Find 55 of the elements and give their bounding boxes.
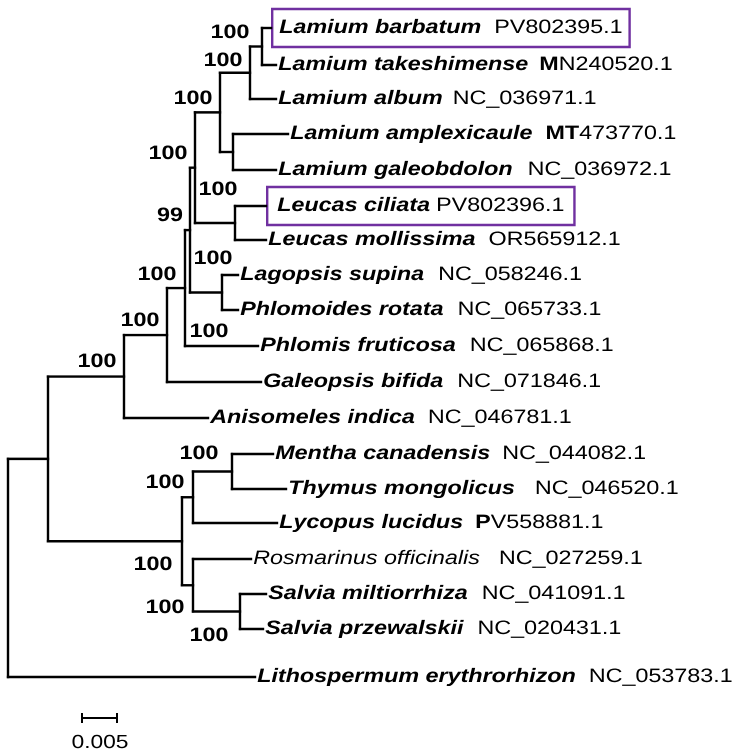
tree-branch (184, 344, 260, 348)
tree-branch (234, 238, 268, 242)
taxon-label: Lagopsis supina NC_058246.1 (240, 266, 581, 284)
boxed-taxon-label: Leucas ciliata PV802396.1 (266, 186, 576, 226)
taxon-label: Phlomoides rotata NC_065733.1 (240, 300, 600, 319)
taxon-label: Leucas mollissima OR565912.1 (268, 230, 620, 246)
bootstrap-value: 100 (205, 52, 242, 66)
tree-branch (220, 308, 240, 312)
taxon-label: Thymus mongolicus NC_046520.1 (290, 480, 678, 498)
boxed-taxon-label: Lamium barbatum PV802395.1 (271, 8, 631, 48)
tree-branch (192, 558, 252, 560)
bootstrap-value: 100 (200, 181, 236, 196)
bootstrap-value: 100 (195, 250, 232, 264)
tree-branch (122, 416, 210, 420)
tree-branch (232, 168, 278, 172)
bootstrap-value: 100 (150, 145, 186, 160)
bootstrap-value: 100 (175, 90, 212, 104)
taxon-label: Mentha canadensis NC_044082.1 (276, 444, 645, 463)
tree-branch (260, 64, 278, 66)
tree-branch (238, 592, 268, 596)
bootstrap-value: 100 (79, 353, 116, 368)
bootstrap-value: 100 (147, 474, 184, 488)
taxon-label: Lycopus lucidus PV558881.1 (280, 514, 602, 532)
bootstrap-value: 100 (147, 599, 184, 614)
tree-branch (166, 380, 262, 384)
bootstrap-value: 100 (212, 24, 248, 38)
bootstrap-value: 100 (139, 266, 176, 280)
taxon-label: Lamium takeshimense MN240520.1 (278, 56, 672, 70)
taxon-label: Phlomis fruticosa NC_065868.1 (260, 336, 612, 355)
scale-value: 0.005 (72, 734, 128, 748)
bootstrap-value: 100 (191, 627, 228, 642)
taxon-label: Salvia przewalskii NC_020431.1 (265, 620, 620, 638)
taxon-label: Lithospermum erythrorhizon NC_053783.1 (258, 668, 732, 686)
tree-branch (220, 274, 240, 276)
bootstrap-value: 100 (122, 312, 158, 326)
tree-branch (248, 98, 278, 100)
taxon-label: Anisomeles indica NC_046781.1 (210, 408, 571, 427)
bootstrap-value: 100 (181, 445, 218, 460)
tree-branch (260, 26, 272, 30)
bootstrap-value: 100 (191, 323, 228, 338)
taxon-label: Galeopsis bifida NC_071846.1 (264, 372, 600, 392)
taxon-label: Salvia miltiorrhiza NC_041091.1 (268, 584, 624, 603)
taxon-label: Lamium amplexicaule MT473770.1 (290, 124, 676, 144)
taxon-label: Lamium album NC_036971.1 (278, 90, 596, 108)
taxon-label: Lamium galeobdolon NC_036972.1 (278, 160, 670, 180)
tree-branch (192, 522, 278, 524)
bootstrap-value: 100 (135, 556, 172, 570)
tree-branch (234, 204, 268, 208)
tree-branch (6, 676, 256, 678)
taxon-label: Rosmarinus officinalis NC_027259.1 (254, 550, 642, 568)
tree-branch (238, 628, 264, 630)
tree-branch (230, 488, 288, 490)
tree-branch (232, 132, 290, 136)
bootstrap-value: 99 (158, 207, 182, 222)
tree-branch (230, 452, 274, 456)
